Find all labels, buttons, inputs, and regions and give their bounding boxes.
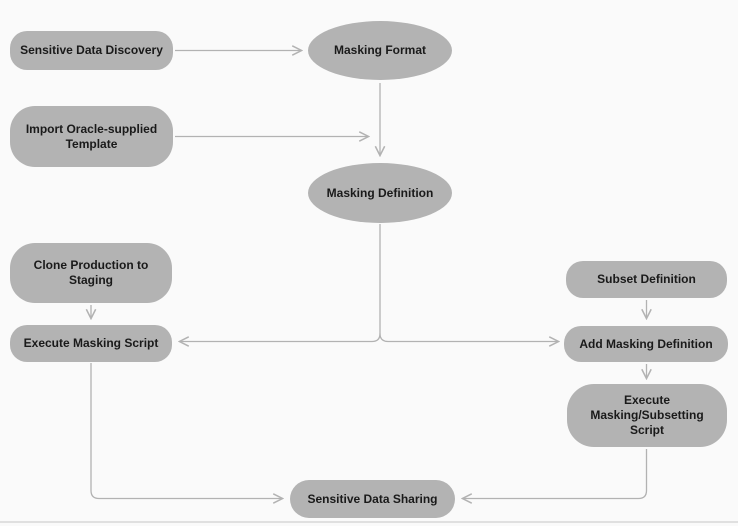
node-subset-definition: Subset Definition (566, 261, 727, 298)
node-sensitive-data-discovery: Sensitive Data Discovery (10, 31, 173, 70)
edge-masking-definition-to-add-masking-definition (379, 333, 558, 342)
edge-execute-subsetting-to-sharing (463, 449, 648, 499)
edge-masking-definition-to-execute-masking-script (180, 224, 381, 342)
node-execute-masking-subsetting-script: Execute Masking/Subsetting Script (567, 384, 727, 447)
node-import-oracle-supplied-template: Import Oracle-supplied Template (10, 106, 173, 167)
node-execute-masking-script: Execute Masking Script (10, 325, 172, 362)
edge-execute-masking-script-to-sharing (90, 363, 282, 499)
node-sensitive-data-sharing: Sensitive Data Sharing (290, 480, 455, 518)
node-clone-production-to-staging: Clone Production to Staging (10, 243, 172, 303)
node-masking-definition: Masking Definition (308, 163, 452, 223)
node-add-masking-definition: Add Masking Definition (564, 326, 728, 362)
node-masking-format: Masking Format (308, 21, 452, 80)
